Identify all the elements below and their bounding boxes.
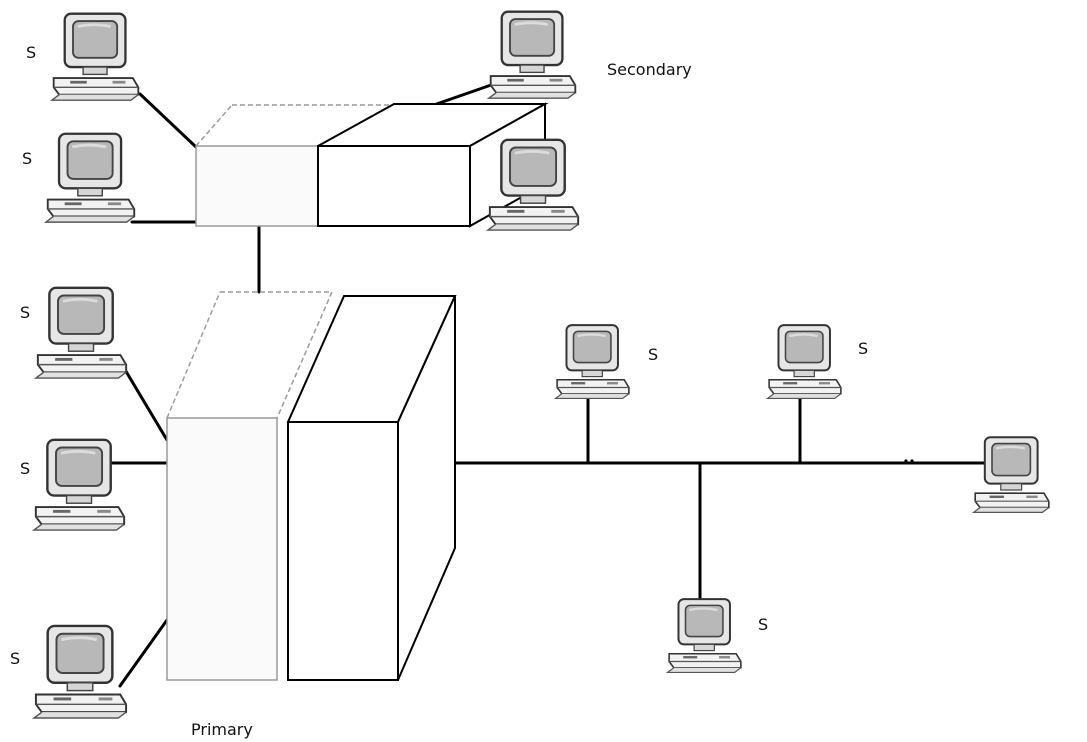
computer-icon xyxy=(488,140,578,230)
computer-icon xyxy=(34,626,126,718)
secondary-cabinet-front xyxy=(318,146,470,226)
cable-s1-secondary xyxy=(140,94,196,147)
primary-cabinet-back-edge xyxy=(167,292,220,418)
secondary-cabinet-left-face xyxy=(196,146,318,226)
computer-icon xyxy=(36,288,126,378)
station-label: S xyxy=(26,43,36,62)
station-label: S xyxy=(20,303,30,322)
station-label: S xyxy=(20,459,30,478)
primary-cabinet xyxy=(167,292,455,680)
primary-cabinet-front xyxy=(288,422,398,680)
primary-cabinet-left-face xyxy=(167,418,277,680)
station-label: S xyxy=(648,345,658,364)
computer-icon xyxy=(768,325,841,398)
secondary-cabinet-back-edge xyxy=(196,105,232,146)
cable-s5-primary xyxy=(120,620,167,686)
computer-icon xyxy=(46,134,134,222)
primary-label: Primary xyxy=(191,720,253,739)
secondary-label: Secondary xyxy=(607,60,692,79)
station-label: S xyxy=(758,615,768,634)
station-label: S xyxy=(10,649,20,668)
station-label: S xyxy=(858,339,868,358)
computer-icon xyxy=(668,599,741,672)
computer-icon xyxy=(489,12,575,98)
computer-icon xyxy=(34,440,124,530)
station-label: S xyxy=(22,149,32,168)
computer-icon xyxy=(52,14,138,100)
computer-icon xyxy=(556,325,629,398)
computer-icon xyxy=(974,437,1049,512)
cable-s3-primary xyxy=(124,368,167,440)
